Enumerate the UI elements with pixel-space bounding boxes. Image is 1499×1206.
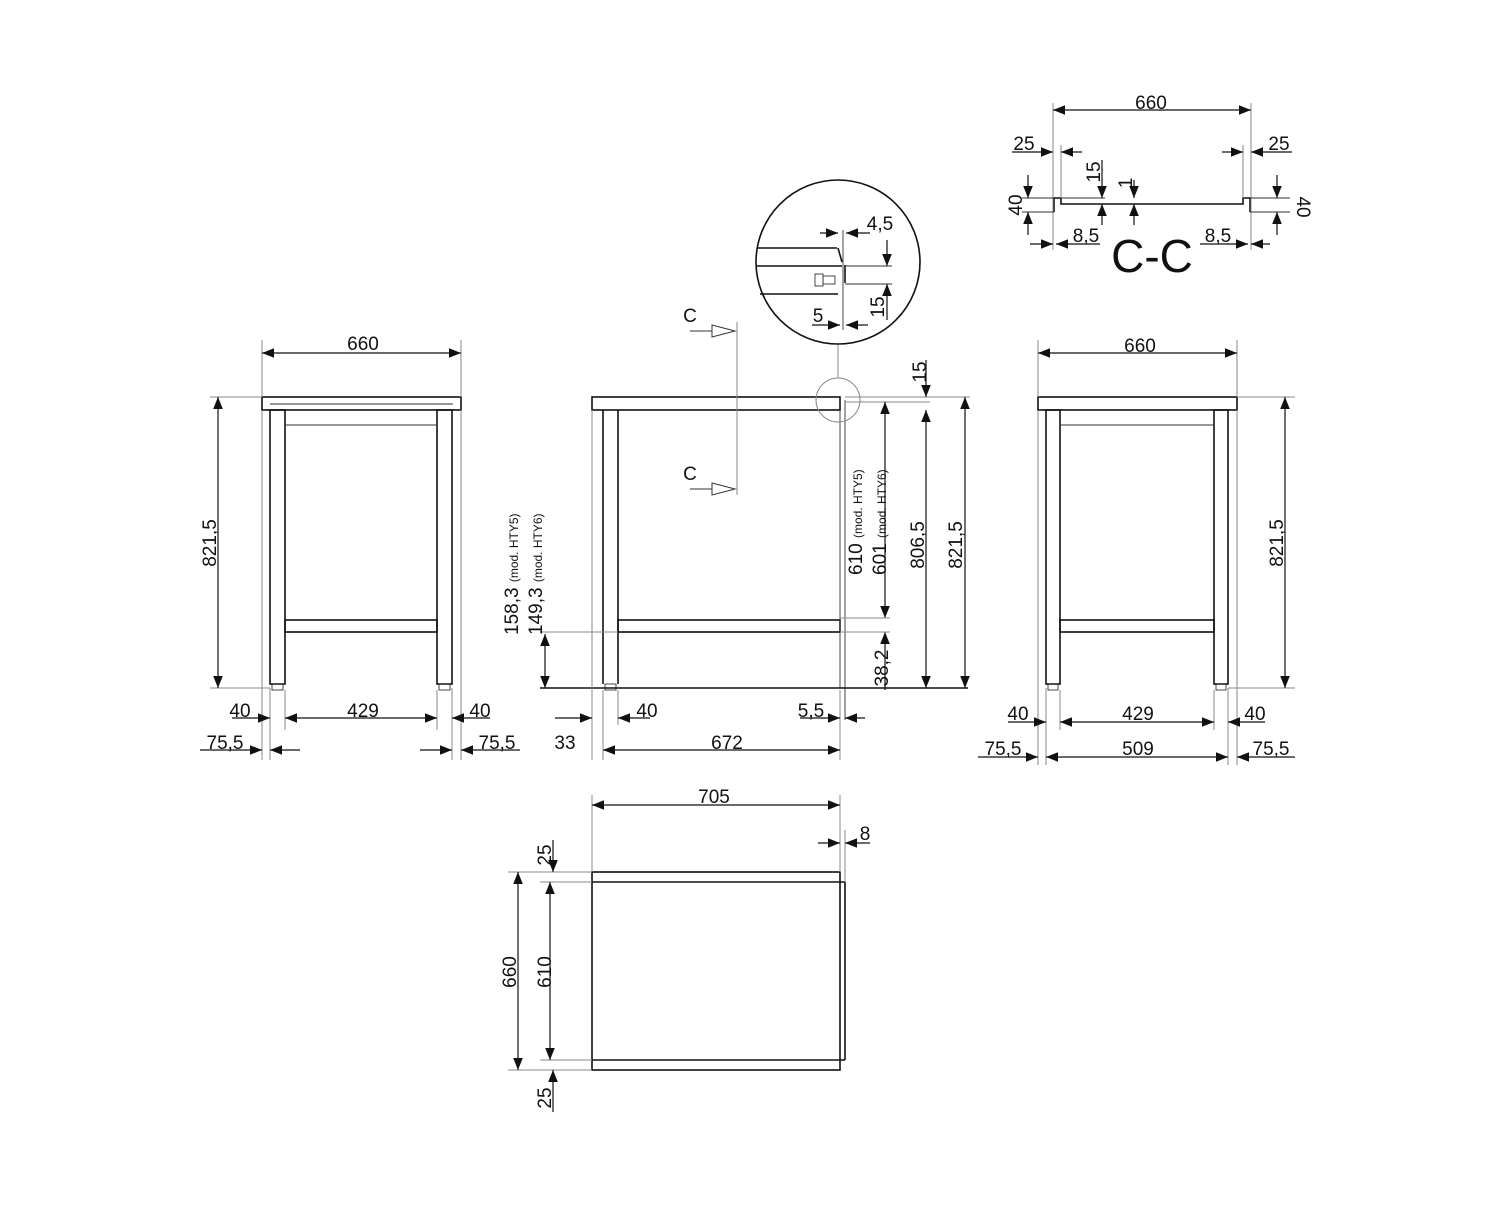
dim-shelf-height: 38,2 — [872, 650, 893, 687]
detail-gap-bottom: 5 — [813, 306, 824, 327]
cc-height-right: 40 — [1292, 196, 1313, 217]
dim-overhang: 5,5 — [798, 701, 824, 722]
detail-height: 15 — [868, 296, 889, 317]
section-title: C-C — [1111, 230, 1193, 282]
plan-edge-bottom: 25 — [535, 1087, 556, 1108]
dim-shelf-hty5: 610 (mod. HTY5) — [846, 469, 867, 575]
side-view-left: 660 821,5 40 429 40 75,5 75,5 — [200, 334, 520, 760]
dim-top-thickness: 15 — [910, 361, 931, 382]
cc-edge-left: 25 — [1013, 134, 1034, 155]
dim-offset-right: 75,5 — [479, 733, 516, 754]
dim-offset-right: 75,5 — [1253, 739, 1290, 760]
cc-inset-left: 8,5 — [1073, 226, 1099, 247]
detail-gap-top: 4,5 — [867, 214, 893, 235]
plan-depth: 660 — [500, 956, 521, 988]
dim-inner: 429 — [347, 701, 379, 722]
dim-height: 821,5 — [200, 519, 221, 567]
dim-low-hty5: 158,3 (mod. HTY5) — [502, 513, 523, 635]
plan-overhang: 8 — [860, 824, 871, 845]
cc-width: 660 — [1135, 93, 1167, 114]
dim-height-inner: 806,5 — [908, 521, 929, 569]
dim-span: 509 — [1122, 739, 1154, 760]
dim-length: 672 — [711, 733, 743, 754]
section-marker-top: C — [683, 306, 697, 327]
dim-offset-left: 75,5 — [207, 733, 244, 754]
plan-edge-top: 25 — [535, 844, 556, 865]
side-view-right: 660 821,5 40 429 40 75,5 509 75,5 — [978, 336, 1295, 765]
cc-lip: 15 — [1084, 161, 1105, 182]
section-marker-bottom: C — [683, 464, 697, 485]
detail-circle — [755, 179, 921, 345]
dim-leg-right: 40 — [469, 701, 490, 722]
dim-offset-left: 75,5 — [985, 739, 1022, 760]
front-view: C C 15 806,5 821,5 610 (mod. HTY5) 601 (… — [502, 179, 970, 760]
dim-offset: 33 — [554, 733, 575, 754]
plan-view: 705 8 25 660 610 25 — [500, 787, 870, 1112]
dim-leg-left: 40 — [229, 701, 250, 722]
cc-height-left: 40 — [1006, 194, 1027, 215]
dim-leg-right: 40 — [1244, 704, 1265, 725]
dim-height: 821,5 — [1267, 519, 1288, 567]
dim-inner: 429 — [1122, 704, 1154, 725]
dim-shelf-hty6: 601 (mod. HTY6) — [870, 469, 891, 575]
dim-height-total: 821,5 — [946, 521, 967, 569]
plan-length: 705 — [698, 787, 730, 808]
section-cc: 660 25 25 15 1 40 40 8,5 8,5 C-C — [1006, 93, 1313, 282]
cc-thickness: 1 — [1116, 178, 1137, 189]
dim-low-hty6: 149,3 (mod. HTY6) — [526, 513, 547, 635]
cc-edge-right: 25 — [1268, 134, 1289, 155]
plan-inner-depth: 610 — [535, 956, 556, 988]
dim-leg-left: 40 — [1007, 704, 1028, 725]
dim-width: 660 — [347, 334, 379, 355]
dim-width: 660 — [1124, 336, 1156, 357]
cc-inset-right: 8,5 — [1205, 226, 1231, 247]
dim-leg: 40 — [636, 701, 657, 722]
